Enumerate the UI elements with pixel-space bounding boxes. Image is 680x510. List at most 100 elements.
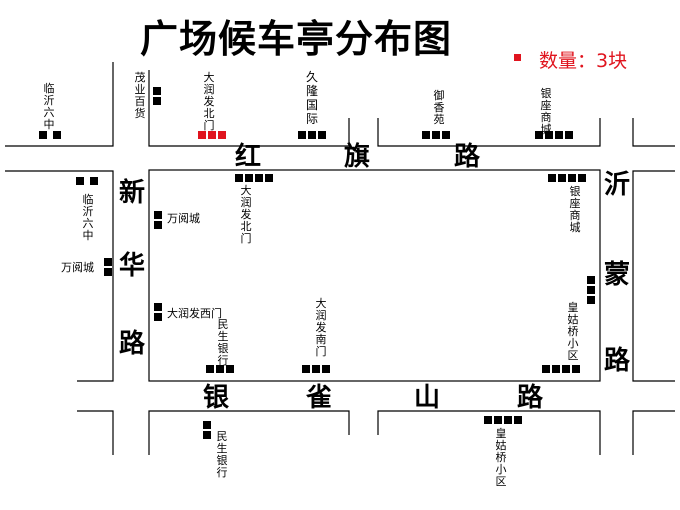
- shelter-block: [154, 221, 162, 229]
- block-top-left: [5, 62, 114, 147]
- road-yimeng-1: 沂: [603, 170, 630, 200]
- road-yimeng-2: 蒙: [603, 260, 630, 290]
- shelter-block: [442, 131, 450, 139]
- shelter-block: [203, 431, 211, 439]
- stop-linyi6-left: [76, 177, 98, 185]
- shelter-block: [53, 131, 61, 139]
- shelter-block: [76, 177, 84, 185]
- label-minsheng-in: 民生银行: [217, 318, 229, 367]
- shelter-block: [587, 286, 595, 294]
- label-jiulong: 久隆国际: [305, 70, 318, 126]
- shelter-block: [545, 131, 553, 139]
- stop-linyi6-top: [39, 131, 61, 139]
- shelter-block: [153, 87, 161, 95]
- block-top-right: [377, 118, 601, 147]
- shelter-block: [203, 421, 211, 429]
- block-bottom-right: [377, 410, 601, 455]
- stop-darun-north-in: [235, 174, 273, 182]
- shelter-block: [555, 131, 563, 139]
- label-yinzuo-in: 银座商城: [569, 185, 581, 234]
- stop-huanggu-out: [484, 416, 522, 424]
- legend: 数量：3块: [514, 46, 627, 73]
- road-xinhua-1: 新: [118, 178, 145, 208]
- shelter-block: [226, 365, 234, 373]
- road-hongqi-3: 路: [454, 142, 481, 172]
- stop-wanyue-in: [154, 211, 162, 229]
- road-yinque-3: 山: [414, 383, 441, 413]
- label-darun-north-in: 大润发北门: [240, 184, 252, 245]
- stop-yuxiang: [422, 131, 450, 139]
- legend-swatch: [514, 54, 521, 61]
- shelter-block: [104, 258, 112, 266]
- shelter-block: [322, 365, 330, 373]
- shelter-block: [587, 296, 595, 304]
- label-wanyue-left: 万阅城: [61, 261, 94, 274]
- shelter-block: [298, 131, 306, 139]
- shelter-block: [568, 174, 576, 182]
- block-bottom-left: [77, 410, 114, 455]
- stop-maoye: [153, 87, 161, 105]
- road-xinhua-3: 路: [118, 329, 145, 359]
- road-yinque-1: 银: [203, 383, 230, 413]
- shelter-block: [552, 365, 560, 373]
- shelter-block: [216, 365, 224, 373]
- block-far-top-right: [632, 118, 675, 147]
- shelter-block: [154, 303, 162, 311]
- road-yimeng-3: 路: [603, 346, 630, 376]
- map-title: 广场候车亭分布图: [140, 16, 453, 61]
- shelter-block: [265, 174, 273, 182]
- shelter-block: [208, 131, 216, 139]
- label-darun-west: 大润发西门: [167, 307, 222, 320]
- shelter-block: [90, 177, 98, 185]
- stop-yinzuo-in: [548, 174, 586, 182]
- stop-darun-south: [302, 365, 330, 373]
- stop-yinzuo-top: [535, 131, 573, 139]
- label-linyi6-left: 临沂六中: [82, 193, 94, 242]
- central-block: [148, 169, 601, 382]
- block-top-middle: [148, 70, 350, 147]
- label-huanggu-in: 皇姑桥小区: [567, 301, 579, 362]
- shelter-block: [494, 416, 502, 424]
- block-left-middle: [5, 170, 114, 382]
- shelter-block: [198, 131, 206, 139]
- stop-minsheng-out: [203, 421, 211, 439]
- label-darun-south: 大润发南门: [315, 297, 327, 358]
- label-wanyue-in: 万阅城: [167, 212, 200, 225]
- road-xinhua-2: 华: [118, 251, 145, 281]
- shelter-block: [318, 131, 326, 139]
- shelter-block: [572, 365, 580, 373]
- label-yuxiang: 御香苑: [433, 89, 445, 126]
- shelter-block: [542, 365, 550, 373]
- shelter-block: [104, 268, 112, 276]
- stop-darun-north-out: [198, 131, 226, 139]
- road-hongqi-1: 红: [235, 142, 262, 172]
- stop-wanyue-left: [104, 258, 112, 276]
- shelter-block: [218, 131, 226, 139]
- label-linyi6-top: 临沂六中: [43, 82, 55, 131]
- shelter-block: [587, 276, 595, 284]
- shelter-block: [153, 97, 161, 105]
- shelter-block: [312, 365, 320, 373]
- stop-jiulong: [298, 131, 326, 139]
- shelter-block: [548, 174, 556, 182]
- shelter-block: [154, 313, 162, 321]
- shelter-block: [206, 365, 214, 373]
- shelter-block: [535, 131, 543, 139]
- shelter-block: [39, 131, 47, 139]
- label-darun-north-out: 大润发北门: [203, 71, 215, 132]
- stop-darun-west: [154, 303, 162, 321]
- block-right-middle: [632, 170, 675, 382]
- shelter-block: [484, 416, 492, 424]
- label-maoye: 茂业百货: [134, 71, 146, 120]
- shelter-block: [422, 131, 430, 139]
- shelter-block: [565, 131, 573, 139]
- road-yinque-2: 雀: [306, 383, 333, 413]
- shelter-block: [154, 211, 162, 219]
- shelter-block: [432, 131, 440, 139]
- block-bottom-far-right: [632, 410, 675, 455]
- road-yinque-4: 路: [517, 383, 544, 413]
- shelter-block: [504, 416, 512, 424]
- stop-huanggu-in: [542, 365, 580, 373]
- shelter-block: [514, 416, 522, 424]
